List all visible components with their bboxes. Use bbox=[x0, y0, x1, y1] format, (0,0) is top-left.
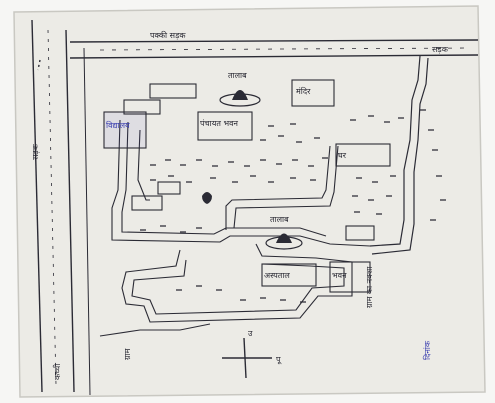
temple-icons bbox=[202, 90, 303, 250]
building-top-right bbox=[291, 79, 335, 107]
label-building-bottom-right: भवन bbox=[332, 271, 347, 280]
left-vertical-road bbox=[31, 19, 91, 396]
paper-sheet bbox=[13, 5, 486, 398]
building-center-bottom bbox=[261, 263, 317, 287]
label-bottom-left: कच्ची bbox=[52, 363, 62, 380]
label-pond-1: तालाब bbox=[228, 71, 247, 80]
buildings bbox=[103, 79, 391, 293]
compass-north: उ bbox=[248, 329, 253, 338]
label-top-road: पक्की सड़क bbox=[150, 30, 186, 40]
building-small-right bbox=[345, 225, 375, 241]
village-streets bbox=[99, 119, 371, 337]
label-school: विद्यालय bbox=[106, 120, 130, 130]
label-building-right: घर bbox=[338, 151, 347, 160]
label-temple: मंदिर bbox=[296, 86, 311, 96]
label-pond-2: तालाब bbox=[270, 215, 289, 224]
building-label-box bbox=[123, 99, 161, 115]
label-footer-right: दिनांक bbox=[422, 340, 432, 360]
label-legend: ग्राम का नक्शा bbox=[365, 266, 374, 308]
compass-east: पू bbox=[276, 355, 283, 365]
right-path bbox=[369, 55, 429, 255]
building-right bbox=[335, 143, 391, 167]
label-footer-left: ग्राम bbox=[123, 348, 132, 360]
label-top-right-road: सड़क bbox=[432, 45, 449, 54]
building-top-left bbox=[149, 83, 197, 99]
compass bbox=[222, 337, 272, 379]
building-mid-left bbox=[131, 195, 163, 211]
map-labels: पक्की सड़क सड़क सड़क कच्ची विद्यालय पंचा… bbox=[31, 30, 449, 380]
label-hospital: अस्पताल bbox=[264, 271, 290, 280]
building-small-left bbox=[157, 181, 181, 195]
building-panchayat bbox=[197, 111, 253, 141]
top-horizontal-road bbox=[69, 39, 479, 59]
label-panchayat: पंचायत भवन bbox=[200, 119, 239, 128]
building-bottom-right bbox=[329, 261, 371, 293]
label-left-road: सड़क bbox=[31, 143, 40, 160]
house-marks bbox=[140, 109, 446, 303]
building-school bbox=[103, 111, 147, 149]
